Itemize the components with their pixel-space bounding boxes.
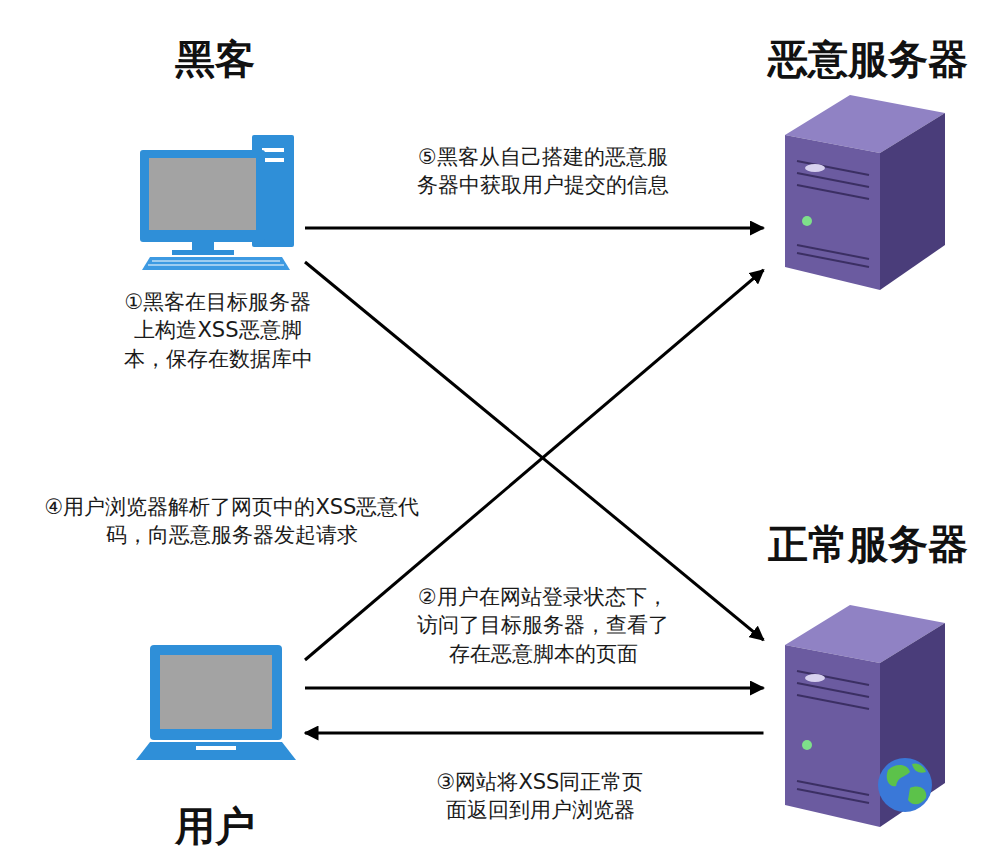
step-label: ⑤黑客从自己搭建的恶意服 务器中获取用户提交的信息 <box>393 143 693 200</box>
arrow-connector <box>305 687 764 690</box>
device-node: 正常服务器 <box>764 520 972 835</box>
device-node: 恶意服务器 <box>764 35 972 297</box>
device-heading: 用户 <box>125 802 305 850</box>
device-heading: 黑客 <box>125 35 305 83</box>
step-label: ①黑客在目标服务器 上构造XSS恶意脚 本，保存在数据库中 <box>111 288 326 373</box>
step-label: ④用户浏览器解析了网页中的XSS恶意代 码，向恶意服务器发起请求 <box>32 493 432 550</box>
server-tower <box>785 605 945 827</box>
device-heading: 恶意服务器 <box>764 35 972 83</box>
device-heading: 正常服务器 <box>764 520 972 568</box>
device-node: 黑客 <box>125 35 305 280</box>
server-tower <box>785 95 945 290</box>
step-label: ②用户在网站登录状态下， 访问了目标服务器，查看了 存在恶意脚本的页面 <box>403 583 683 668</box>
device-node: 用户 <box>125 635 305 850</box>
globe-icon <box>878 758 932 812</box>
desktop-computer <box>140 135 294 270</box>
arrow-connector <box>305 732 764 735</box>
arrow-connector <box>305 227 764 230</box>
step-label: ③网站将XSS同正常页 面返回到用户浏览器 <box>425 768 655 825</box>
laptop-computer <box>136 645 296 760</box>
